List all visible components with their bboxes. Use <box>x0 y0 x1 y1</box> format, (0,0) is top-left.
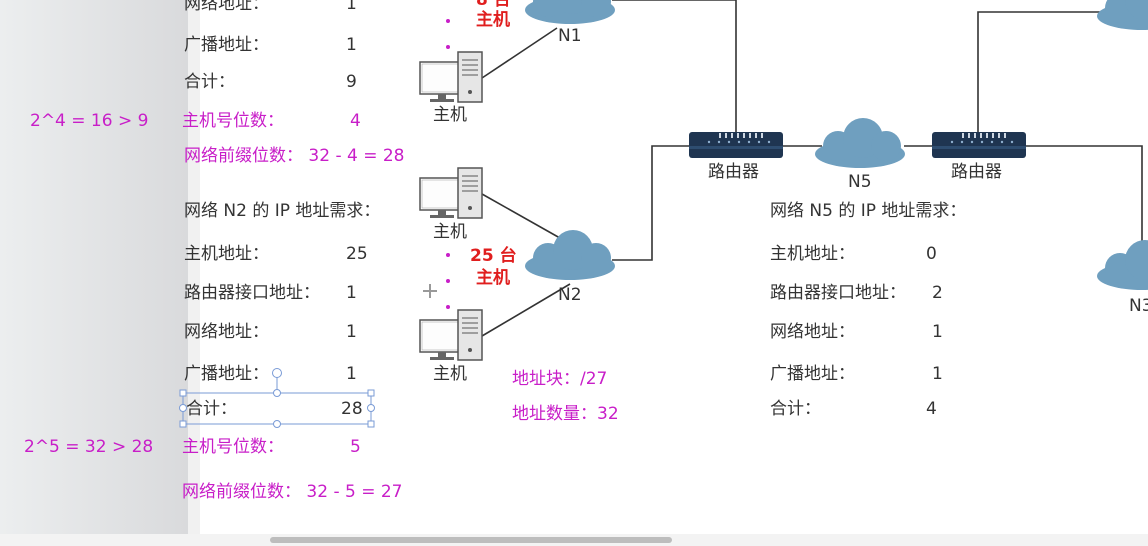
router-right-label: 路由器 <box>951 162 1002 182</box>
pc-n2-top-label: 主机 <box>433 222 467 242</box>
n5-network-value: 1 <box>932 322 943 342</box>
n2-req-title: 网络 N2 的 IP 地址需求： <box>184 201 381 221</box>
links <box>481 0 1143 337</box>
n2-host-count: 25 台 <box>470 246 517 266</box>
cloud-n2-icon <box>525 230 615 280</box>
n1-host-word: 主机 <box>476 10 510 30</box>
n1-power-calc: 2^4 = 16 > 9 <box>30 111 149 131</box>
n5-total-label: 合计： <box>770 399 821 419</box>
n5-host-label: 主机地址： <box>770 244 855 264</box>
n2-prefix: 网络前缀位数： 32 - 5 = 27 <box>182 482 403 502</box>
n5-broadcast-label: 广播地址： <box>770 364 855 384</box>
horizontal-scrollbar[interactable] <box>0 534 1148 546</box>
n2-total-value[interactable]: 28 <box>341 399 363 419</box>
n1-host-count: 8 台 <box>476 0 511 10</box>
n2-router-label: 路由器接口地址： <box>184 283 320 303</box>
n5-router-label: 路由器接口地址： <box>770 283 906 303</box>
router-left-label: 路由器 <box>708 162 759 182</box>
router-right-icon <box>932 132 1026 158</box>
slide-canvas[interactable]: 2^4 = 16 > 9 2^5 = 32 > 28 网络地址： 1 广播地址：… <box>0 0 1148 534</box>
n2-address-count: 地址数量：32 <box>512 404 619 424</box>
n1-total-label: 合计： <box>184 72 235 92</box>
n1-prefix: 网络前缀位数： 32 - 4 = 28 <box>184 146 405 166</box>
n1-broadcast-label: 广播地址： <box>184 35 269 55</box>
n2-host-value: 25 <box>346 244 368 264</box>
ellipsis-dots <box>446 19 450 309</box>
n2-network-value: 1 <box>346 322 357 342</box>
n2-host-label: 主机地址： <box>184 244 269 264</box>
cloud-n5-icon <box>815 118 905 168</box>
pc-n2-top-icon <box>419 167 483 219</box>
n2-network-label: 网络地址： <box>184 322 269 342</box>
pc-n2-bottom-label: 主机 <box>433 364 467 384</box>
net-n2-label: N2 <box>558 285 582 305</box>
n2-total-label[interactable]: 合计： <box>186 399 237 419</box>
slide-thumbnail-pane[interactable] <box>0 0 188 534</box>
router-left-icon <box>689 132 783 158</box>
net-n5-label: N5 <box>848 172 872 192</box>
cloud-n3-icon <box>1097 240 1148 290</box>
net-n3-label: N3 <box>1129 296 1148 316</box>
n2-host-bits-label: 主机号位数： <box>182 437 284 457</box>
n2-broadcast-value: 1 <box>346 364 357 384</box>
n5-req-title: 网络 N5 的 IP 地址需求： <box>770 201 967 221</box>
n1-broadcast-value: 1 <box>346 35 357 55</box>
pc-n2-bottom-icon <box>419 309 483 361</box>
scrollbar-thumb[interactable] <box>270 537 672 543</box>
n2-host-word: 主机 <box>476 268 510 288</box>
n1-network-value: 1 <box>346 0 357 14</box>
cloud-top-right-icon <box>1097 0 1148 30</box>
n1-network-label: 网络地址： <box>184 0 269 14</box>
cloud-n1-icon <box>525 0 615 24</box>
plus-cursor-icon <box>423 284 437 298</box>
n2-power-calc: 2^5 = 32 > 28 <box>24 437 154 457</box>
pc-n1-label: 主机 <box>433 105 467 125</box>
n5-network-label: 网络地址： <box>770 322 855 342</box>
n5-broadcast-value: 1 <box>932 364 943 384</box>
n2-host-bits-value: 5 <box>350 437 361 457</box>
network-diagram <box>179 0 1148 428</box>
pane-divider <box>188 0 200 534</box>
net-n1-label: N1 <box>558 26 582 46</box>
n5-host-value: 0 <box>926 244 937 264</box>
n1-host-bits-value: 4 <box>350 111 361 131</box>
n5-total-value: 4 <box>926 399 937 419</box>
n2-router-value: 1 <box>346 283 357 303</box>
n2-address-block: 地址块：/27 <box>512 369 608 389</box>
n5-router-value: 2 <box>932 283 943 303</box>
selection-box[interactable] <box>179 368 375 428</box>
pc-n1-icon <box>419 51 483 103</box>
n1-total-value: 9 <box>346 72 357 92</box>
n2-broadcast-label: 广播地址： <box>184 364 269 384</box>
n1-host-bits-label: 主机号位数： <box>182 111 284 131</box>
